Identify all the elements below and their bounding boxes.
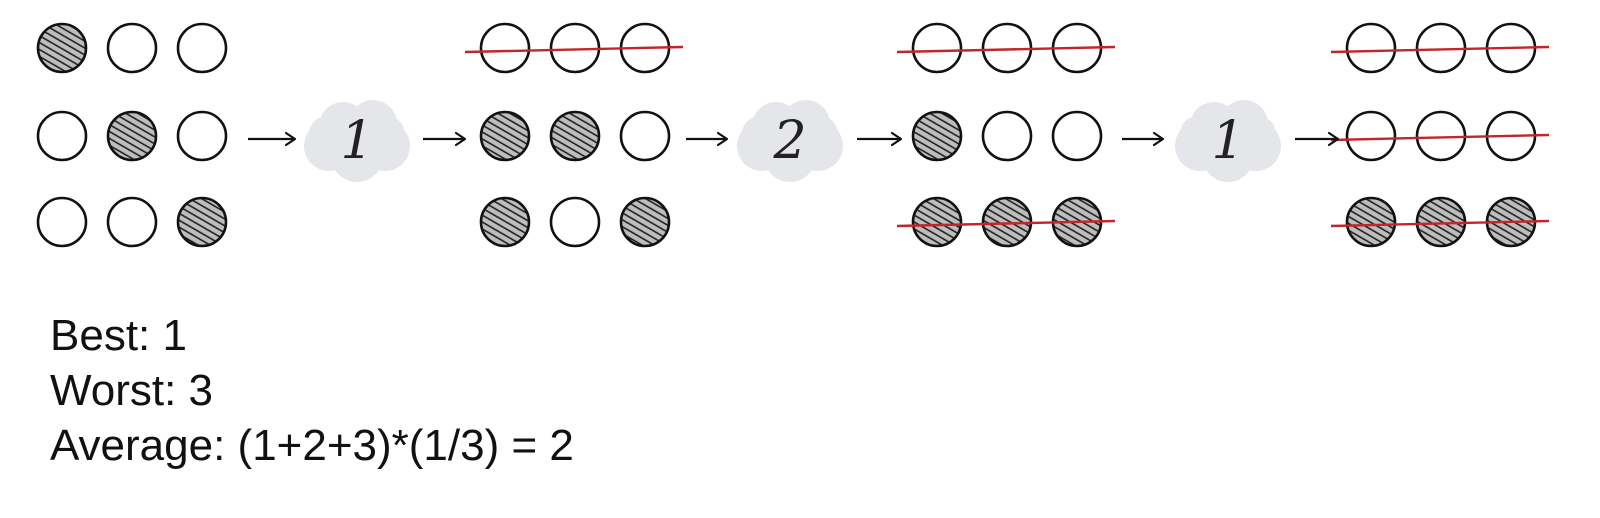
ball-row	[479, 110, 671, 162]
empty-ball-icon	[106, 22, 158, 74]
right-arrow-icon	[1295, 131, 1340, 147]
empty-ball-icon	[36, 110, 88, 162]
empty-ball-icon	[911, 22, 963, 74]
strike-line	[1330, 219, 1550, 228]
strike-line	[464, 45, 684, 54]
empty-ball-icon	[176, 110, 228, 162]
right-arrow-icon	[1122, 131, 1165, 147]
ball-row	[1330, 196, 1550, 248]
cloud-icon: 2	[737, 100, 843, 182]
strike-line	[1330, 133, 1550, 142]
empty-ball-icon	[1051, 110, 1103, 162]
shaded-ball-icon	[1345, 196, 1397, 248]
shaded-ball-icon	[106, 110, 158, 162]
stage-2	[464, 22, 684, 248]
cloud-label: 1	[340, 111, 373, 171]
empty-ball-icon	[981, 110, 1033, 162]
ball-row	[479, 196, 671, 248]
shaded-ball-icon	[911, 110, 963, 162]
best-case-text: Best: 1	[50, 311, 187, 360]
shaded-ball-icon	[619, 196, 671, 248]
ball-row	[36, 196, 228, 248]
stage-3	[896, 22, 1116, 248]
right-arrow-icon	[423, 131, 467, 147]
weighing-diagram: 1 2 1	[36, 22, 1550, 248]
average-case-text: Average: (1+2+3)*(1/3) = 2	[50, 421, 574, 470]
empty-ball-icon	[1345, 110, 1397, 162]
shaded-ball-icon	[479, 110, 531, 162]
ball-row	[1330, 110, 1550, 162]
cloud-icon: 1	[1175, 100, 1281, 182]
empty-ball-icon	[619, 110, 671, 162]
ball-row	[36, 22, 228, 74]
empty-ball-icon	[479, 22, 531, 74]
summary-panel: Best: 1 Worst: 3 Average: (1+2+3)*(1/3) …	[50, 308, 574, 473]
empty-ball-icon	[106, 196, 158, 248]
stage-4	[1330, 22, 1550, 248]
stage-1	[36, 22, 228, 248]
ball-row	[896, 196, 1116, 248]
strike-line	[896, 219, 1116, 228]
shaded-ball-icon	[911, 196, 963, 248]
empty-ball-icon	[1345, 22, 1397, 74]
cloud-label: 1	[1211, 111, 1244, 171]
right-arrow-icon	[248, 131, 297, 147]
cloud-icon: 1	[304, 100, 410, 182]
empty-ball-icon	[176, 22, 228, 74]
empty-ball-icon	[549, 196, 601, 248]
cloud-label: 2	[772, 111, 806, 171]
strike-line	[896, 45, 1116, 54]
right-arrow-icon	[686, 131, 729, 147]
shaded-ball-icon	[479, 196, 531, 248]
ball-row	[36, 110, 228, 162]
ball-row	[1330, 22, 1550, 74]
ball-row	[911, 110, 1103, 162]
ball-row	[896, 22, 1116, 74]
shaded-ball-icon	[36, 22, 88, 74]
empty-ball-icon	[36, 196, 88, 248]
strike-line	[1330, 45, 1550, 54]
worst-case-text: Worst: 3	[50, 366, 214, 415]
shaded-ball-icon	[176, 196, 228, 248]
shaded-ball-icon	[549, 110, 601, 162]
ball-row	[464, 22, 684, 74]
right-arrow-icon	[857, 131, 903, 147]
